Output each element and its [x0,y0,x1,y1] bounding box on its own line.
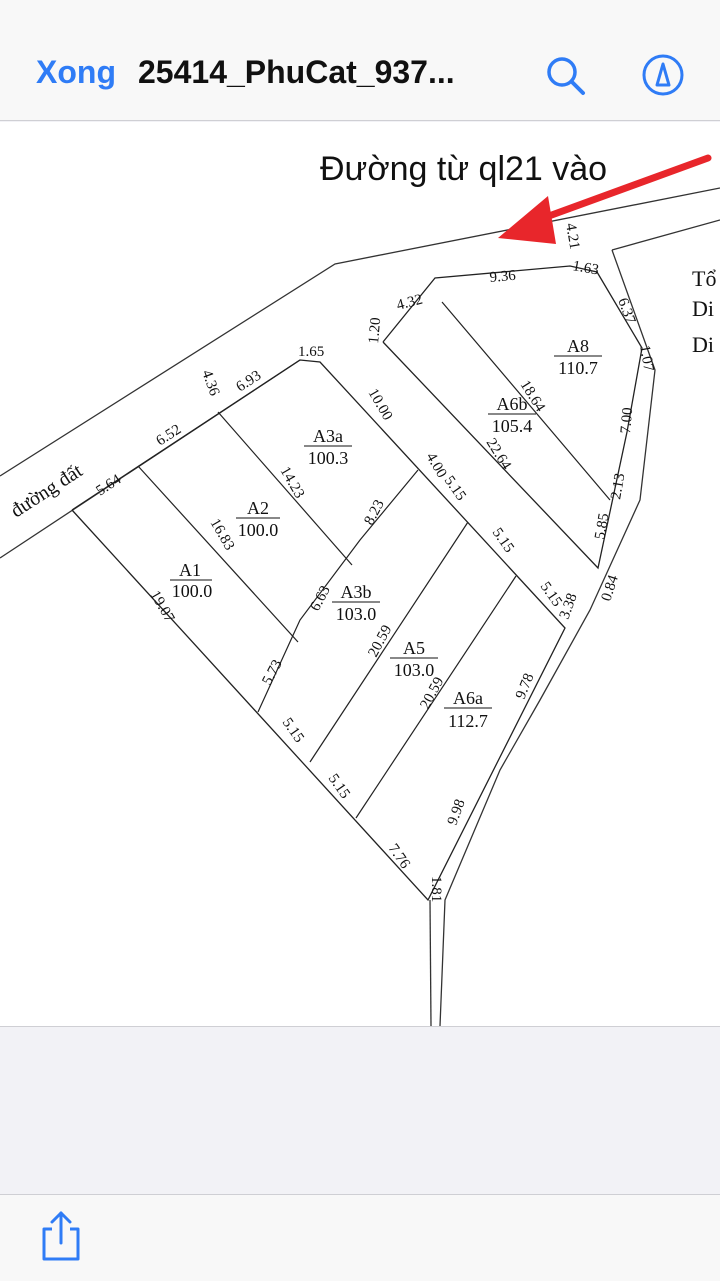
dim-label: 22.64 [483,436,515,474]
dim-label: 1.81 [428,876,444,902]
dim-label: 4.32 [395,292,424,314]
dim-label: 9.98 [445,797,469,827]
lot-area: 103.0 [394,660,435,680]
dim-label: 6.37 [614,296,638,327]
markup-pen-icon[interactable] [640,52,686,98]
dim-label: 5.85 [592,512,612,541]
dim-label: 6.63 [307,583,333,614]
lot-A5: A5 103.0 [390,638,438,680]
lot-id: A2 [247,498,269,518]
lot-id: A6b [497,394,528,414]
lot-A3b: A3b 103.0 [332,582,380,624]
lot-id: A5 [403,638,425,658]
document-title: 25414_PhuCat_937... [138,54,455,90]
direction-arrow [498,154,712,244]
dim-label: 5.15 [441,473,469,504]
lot-area: 100.3 [308,448,349,468]
lot-id: A3a [313,426,343,446]
dim-label: 5.15 [489,525,517,556]
document-page[interactable]: Đường từ ql21 vào đường đất Tổ Di Di A1 … [0,122,720,1027]
lot-A1: A1 100.0 [170,560,212,601]
lot-id: A1 [179,560,201,580]
dim-label: 5.15 [325,771,353,802]
dim-label: 6.52 [153,422,184,450]
lot-A6b: A6b 105.4 [488,394,536,436]
dim-label: 1.07 [636,344,656,373]
dim-label: 20.59 [417,675,447,712]
dim-label: 2.13 [608,472,628,501]
dim-label: 20.59 [365,623,395,660]
lot-A8: A8 110.7 [554,336,602,378]
dim-label: 10.00 [365,386,396,423]
side-text-1: Tổ [692,266,716,291]
side-text-2: Di [692,296,714,321]
navigation-bar: Xong 25414_PhuCat_937... [0,30,720,121]
dim-label: 4.21 [562,222,582,251]
dim-label: 1.65 [298,344,324,360]
dim-label: 7.00 [618,407,636,435]
lot-A2: A2 100.0 [236,498,280,540]
done-button[interactable]: Xong [36,54,116,90]
dim-label: 4.00 [423,450,450,481]
lot-A3a: A3a 100.3 [304,426,352,468]
lot-A6a: A6a 112.7 [444,688,492,731]
dim-label: 8.23 [361,497,387,528]
dim-label: 4.36 [198,368,222,399]
side-text-3: Di [692,332,714,357]
lot-area: 100.0 [172,581,213,601]
dim-label: 5.64 [93,471,124,499]
lot-id: A8 [567,336,589,356]
dim-label: 14.23 [277,464,308,501]
lot-area: 100.0 [238,520,279,540]
road-annotation: Đường từ ql21 vào [320,150,607,188]
dimension-labels: 5.64 4.36 6.52 6.93 1.65 10.00 14.23 16.… [93,222,656,902]
dim-label: 16.83 [207,516,238,553]
dim-label: 1.63 [571,258,600,278]
dim-label: 9.78 [513,671,538,701]
dim-label: 5.73 [259,657,285,688]
lot-area: 103.0 [336,604,377,624]
lot-area: 105.4 [492,416,533,436]
lot-id: A6a [453,688,483,708]
lot-area: 112.7 [448,711,488,731]
dim-label: 6.93 [233,368,264,396]
lot-id: A3b [341,582,372,602]
lot-area: 110.7 [558,358,598,378]
survey-drawing: Đường từ ql21 vào đường đất Tổ Di Di A1 … [0,150,720,1026]
dim-label: 9.36 [489,268,517,286]
status-bar [0,0,720,30]
share-icon[interactable] [38,1209,84,1263]
search-icon[interactable] [542,52,588,98]
dim-label: 1.20 [366,317,384,345]
bottom-toolbar [0,1194,720,1281]
dim-label: 0.84 [599,573,622,603]
